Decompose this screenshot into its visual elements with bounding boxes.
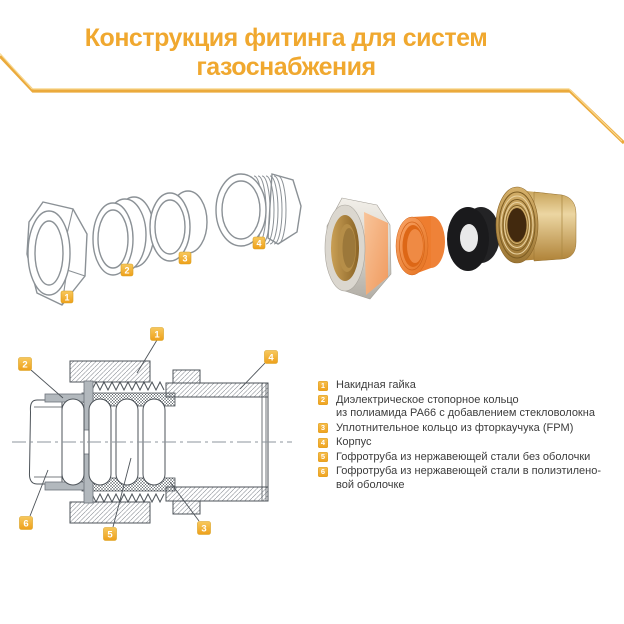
callout-number: 1: [154, 330, 160, 341]
ring3-outline: [149, 190, 208, 262]
legend-text: Диэлектрическое стопорное кольцо из поли…: [336, 393, 595, 420]
page-title: Конструкция фитинга для систем газоснабж…: [84, 24, 488, 81]
callout-number: 3: [182, 253, 187, 263]
callout-badge: [18, 357, 32, 371]
section-callouts: 1 2 4 6 5 3: [18, 327, 278, 541]
callout-badge: [264, 350, 278, 364]
callout-number: 4: [268, 353, 274, 364]
section-diagram: 1 2 4 6 5 3: [12, 327, 292, 541]
thread-zigzag-bottom: [83, 492, 165, 504]
header-accent-line: [0, 53, 624, 145]
callout-number: 4: [256, 238, 261, 248]
legend-text: Уплотнительное кольцо из фторкаучука (FP…: [336, 421, 574, 434]
legend-badge: 6: [318, 466, 328, 477]
legend-badge: 5: [318, 452, 328, 462]
callout-badge: [103, 527, 117, 541]
callout-number: 2: [22, 360, 27, 371]
legend-badge: 3: [318, 423, 328, 433]
callout-badge: [120, 263, 134, 277]
section-leader-lines: [29, 339, 266, 528]
legend-text: Гофротруба из нержавеющей стали в полиэт…: [336, 465, 602, 491]
legend-item: 3 Уплотнительное кольцо из фторкаучука (…: [318, 422, 618, 436]
legend-badge: 1: [318, 380, 328, 391]
callout-badge: [197, 521, 211, 535]
legend-text: Накидная гайка: [336, 379, 416, 391]
legend-item: 4 Корпус: [318, 436, 618, 450]
photo-dielectric-ring: [395, 216, 445, 276]
legend-item: 1 Накидная гайка: [318, 379, 618, 393]
outline-diagram: 1 2 3 4: [26, 173, 302, 306]
legend-item: 6 Гофротруба из нержавеющей стали в поли…: [318, 465, 618, 492]
legend-text: Корпус: [336, 436, 372, 448]
photo-image: [324, 186, 577, 300]
body-section: [165, 369, 269, 515]
callout-number: 5: [107, 530, 113, 541]
photo-nut: [324, 197, 392, 300]
callout-number: 6: [23, 519, 28, 530]
legend-badge: 4: [318, 437, 328, 448]
legend: 1 Накидная гайка 2 Диэлектрическое стопо…: [318, 379, 618, 493]
body-outline: [215, 173, 302, 247]
legend-badge: 2: [318, 395, 328, 405]
legend-text: Гофротруба из нержавеющей стали без обол…: [336, 450, 591, 463]
callout-number: 3: [201, 524, 206, 535]
callout-badge: [60, 290, 74, 304]
ring2-outline: [92, 196, 155, 276]
accent-line-highlight: [0, 53, 623, 142]
outline-callouts: 1 2 3 4: [60, 236, 266, 304]
nut-outline: [26, 201, 88, 306]
thread-zigzag-top: [83, 380, 165, 392]
accent-line-main: [0, 54, 624, 145]
callout-number: 1: [64, 292, 69, 302]
callout-badge: [252, 236, 266, 250]
callout-number: 2: [124, 265, 129, 275]
legend-item: 5 Гофротруба из нержавеющей стали без об…: [318, 451, 618, 465]
callout-badge: [178, 251, 192, 265]
photo-seal-ring: [447, 207, 500, 271]
legend-item: 2 Диэлектрическое стопорное кольцо из по…: [318, 394, 618, 421]
callout-badge: [19, 516, 33, 530]
callout-badge: [150, 327, 164, 341]
photo-body: [495, 186, 577, 264]
nut-section: [69, 360, 165, 524]
